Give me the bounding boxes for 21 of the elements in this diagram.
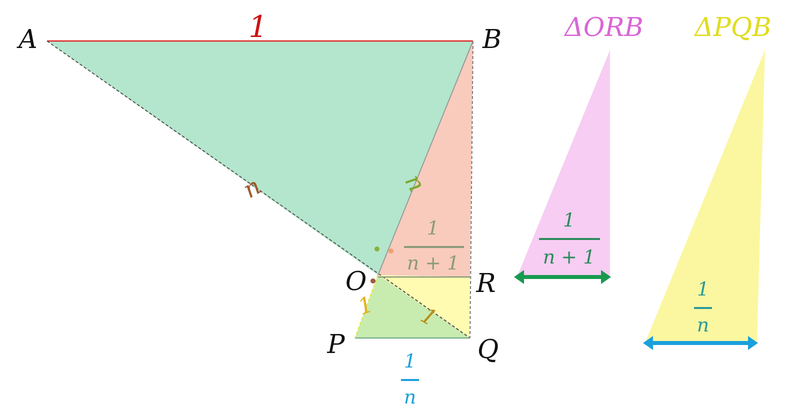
point-label: Q [477,337,499,363]
fraction-denominator: n [696,316,710,336]
fraction-numerator: 1 [426,220,440,238]
point-label: O [345,269,367,295]
fraction-denominator: n + 1 [406,254,460,274]
length-label: 1 [356,294,376,320]
fraction-numerator: 1 [562,212,576,230]
point-label: P [327,332,345,358]
fraction-numerator: 1 [696,280,710,300]
triangle-label: ΔPQB [694,15,772,41]
point-label: R [476,271,496,297]
length-label: n [400,170,430,196]
length-label: n [239,174,265,202]
fraction-numerator: 1 [404,352,416,372]
fraction-denominator: n + 1 [542,248,596,268]
length-label: 1 [416,304,440,332]
triangle-label: ΔORB [564,15,644,41]
fraction-denominator: n [404,388,416,408]
length-label: 1 [248,13,268,43]
point-label: A [18,27,38,53]
point-label: B [482,27,502,53]
